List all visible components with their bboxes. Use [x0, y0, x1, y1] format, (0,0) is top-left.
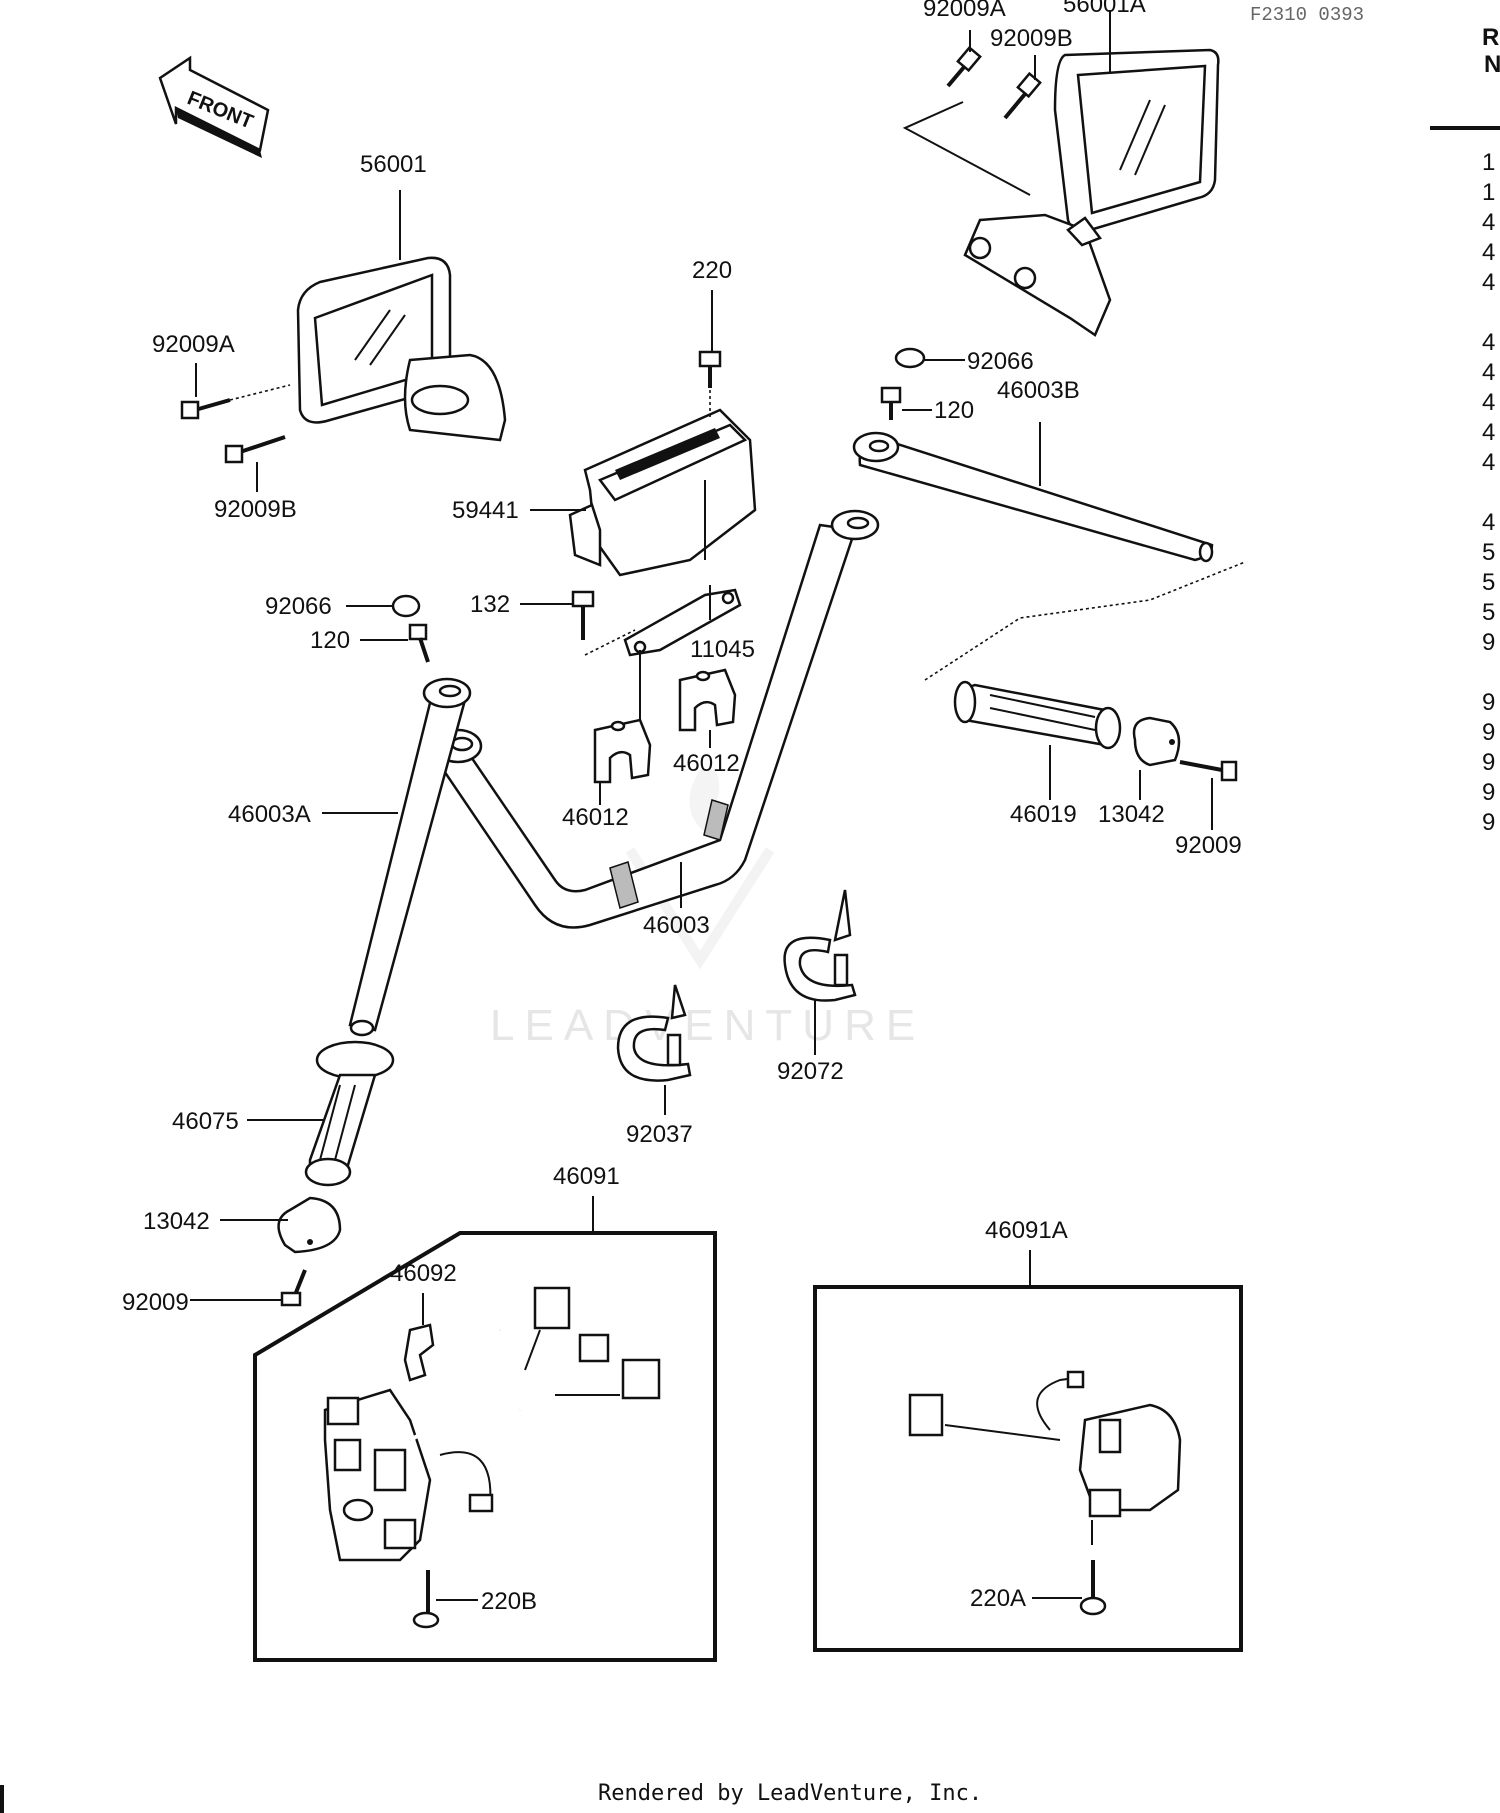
diagram-code: F2310 0393	[1250, 4, 1364, 26]
label-46012-b: 46012	[673, 750, 740, 777]
switch-assembly-46091-box	[253, 1231, 717, 1662]
side-list-item: 4	[1482, 209, 1495, 236]
handlebar-46003	[433, 509, 880, 929]
mirror-left	[296, 256, 507, 442]
side-parts-list: R N 1 1 4 4 4 4 4 4 4 4 4 5 5 5 9 9 9 9 9 9	[1430, 24, 1500, 836]
side-list-item: 4	[1482, 329, 1495, 356]
front-arrow-icon: FRONT	[158, 55, 270, 158]
clamp-92037	[616, 984, 692, 1082]
bolt-92009-left	[280, 1269, 307, 1307]
label-11045: 11045	[690, 636, 755, 663]
label-220: 220	[692, 257, 732, 284]
label-46019: 46019	[1010, 801, 1077, 828]
bolt-92009A-top	[946, 45, 982, 88]
bolt-132	[571, 590, 595, 640]
side-list-item: 4	[1482, 449, 1495, 476]
bolt-92009B-top	[1003, 71, 1042, 120]
label-92072: 92072	[777, 1058, 844, 1085]
side-list-item: 9	[1482, 719, 1495, 746]
clamp-92072	[783, 889, 857, 1002]
handlebar-46003A	[348, 677, 472, 1037]
bolt-92009A-left	[180, 398, 231, 420]
label-46092: 46092	[390, 1260, 457, 1287]
label-46003A: 46003A	[228, 801, 311, 828]
screw-220B	[412, 1570, 440, 1629]
label-132: 132	[470, 591, 510, 618]
label-92009B-top: 92009B	[990, 25, 1073, 52]
switch-housing-right	[908, 1370, 1182, 1545]
switch-assembly-46091A-box	[813, 1285, 1243, 1652]
side-list-item: 9	[1482, 689, 1495, 716]
side-list-item: 9	[1482, 629, 1495, 656]
switch-housing-left	[323, 1286, 661, 1562]
label-92037: 92037	[626, 1121, 693, 1148]
label-46003B: 46003B	[997, 377, 1080, 404]
side-list-item: 4	[1482, 389, 1495, 416]
label-46003: 46003	[643, 912, 710, 939]
side-list-item: 9	[1482, 779, 1495, 806]
bolt-92009-right	[1179, 760, 1238, 782]
clamp-46012-left	[593, 718, 652, 784]
label-92009A-left: 92009A	[152, 331, 235, 358]
label-220A: 220A	[970, 1585, 1026, 1612]
label-92066-left: 92066	[265, 593, 332, 620]
label-92009-right: 92009	[1175, 832, 1242, 859]
side-list-item: 1	[1482, 149, 1495, 176]
side-list-item: 4	[1482, 509, 1495, 536]
cap-92066-left	[391, 594, 421, 618]
handlebar-cover-59441	[568, 408, 757, 577]
end-weight-13042-right	[1132, 716, 1181, 767]
label-56001: 56001	[360, 151, 427, 178]
bolt-92009B-left	[224, 435, 286, 464]
mirror-right	[963, 48, 1220, 337]
cap-92066-right	[894, 347, 926, 369]
side-header-2: N	[1484, 51, 1500, 78]
label-13042-left: 13042	[143, 1208, 210, 1235]
label-46075: 46075	[172, 1108, 239, 1135]
label-13042-right: 13042	[1098, 801, 1165, 828]
label-120-left: 120	[310, 627, 350, 654]
side-list-item: 9	[1482, 809, 1495, 836]
label-92066-right: 92066	[967, 348, 1034, 375]
label-92009B-left: 92009B	[214, 496, 297, 523]
side-header-1: R	[1482, 24, 1499, 51]
label-56001A: 56001A	[1063, 0, 1146, 18]
label-46091: 46091	[553, 1163, 620, 1190]
side-list-item: 4	[1482, 419, 1495, 446]
side-list-item: 9	[1482, 749, 1495, 776]
screw-220A	[1079, 1560, 1107, 1616]
label-59441: 59441	[452, 497, 519, 524]
nut-120-right	[880, 386, 902, 420]
label-92009A-top: 92009A	[923, 0, 1006, 22]
label-120-right: 120	[934, 397, 974, 424]
label-92009-left: 92009	[122, 1289, 189, 1316]
end-weight-13042-left	[277, 1196, 342, 1254]
side-list-item: 5	[1482, 599, 1495, 626]
side-list-item: 4	[1482, 239, 1495, 266]
side-list-item: 5	[1482, 539, 1495, 566]
connector-46092	[403, 1323, 435, 1382]
nut-120-left	[408, 623, 430, 663]
screw-220	[698, 350, 722, 388]
side-list-item: 4	[1482, 359, 1495, 386]
label-220B: 220B	[481, 1588, 537, 1615]
grip-46075	[304, 1040, 395, 1187]
label-46012-a: 46012	[562, 804, 629, 831]
footer-text: Rendered by LeadVenture, Inc.	[598, 1781, 982, 1806]
side-list-item: 1	[1482, 179, 1495, 206]
side-list-item: 4	[1482, 269, 1495, 296]
bracket-11045	[623, 588, 742, 657]
watermark-text: LEADVENTURE	[490, 1001, 925, 1050]
grip-46019	[953, 680, 1122, 750]
handlebar-46003B	[852, 431, 1214, 563]
side-list-item: 5	[1482, 569, 1495, 596]
label-46091A: 46091A	[985, 1217, 1068, 1244]
clamp-46012-right	[678, 668, 737, 732]
